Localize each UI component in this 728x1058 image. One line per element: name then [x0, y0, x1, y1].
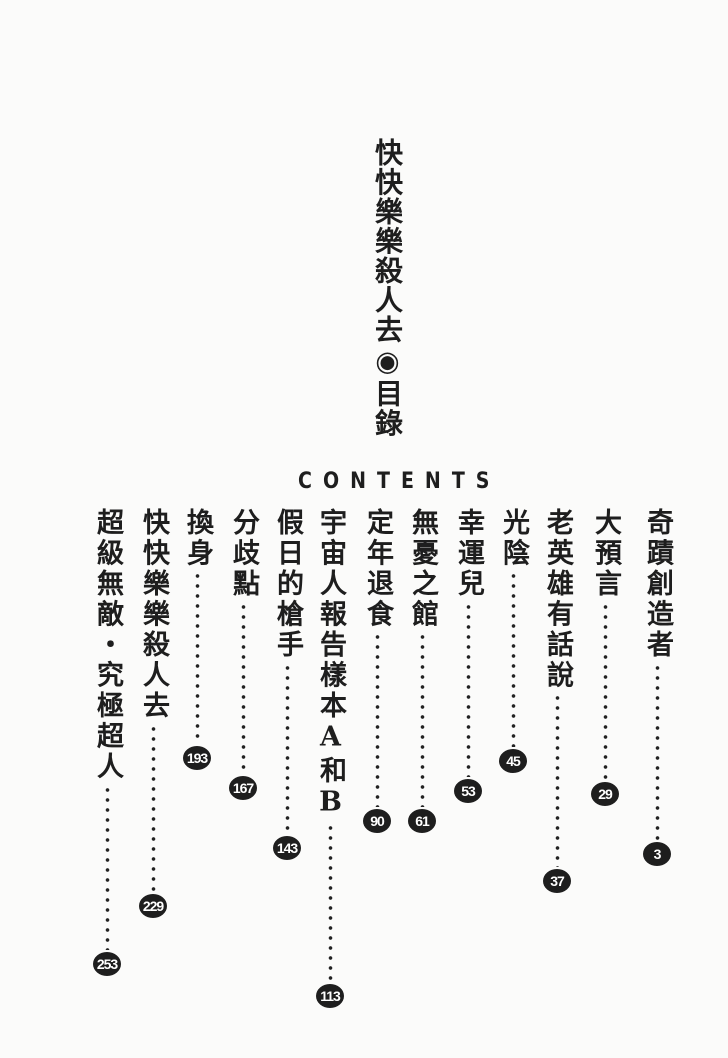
- dot-leader: [420, 632, 425, 807]
- page-number-badge: 229: [139, 894, 167, 918]
- dot-leader: [655, 663, 660, 840]
- page-number-badge: 45: [499, 749, 527, 773]
- dot-leader: [328, 823, 333, 982]
- toc-entry[interactable]: 超級無敵・究極超人 253: [90, 508, 124, 976]
- dot-leader: [105, 785, 110, 950]
- page-number-badge: 143: [273, 836, 301, 860]
- page-number-badge: 90: [363, 809, 391, 833]
- dot-leader: [151, 724, 156, 892]
- toc-entry[interactable]: 幸運兒 53: [451, 508, 485, 803]
- toc-entry[interactable]: 假日的槍手 143: [270, 508, 304, 860]
- dot-leader: [241, 602, 246, 774]
- dot-leader: [555, 693, 560, 867]
- toc-entry[interactable]: 奇蹟創造者 3: [640, 508, 674, 866]
- contents-heading: CONTENTS: [298, 468, 501, 494]
- page-number-badge: 29: [591, 782, 619, 806]
- dot-leader: [195, 571, 200, 744]
- page-number-badge: 37: [543, 869, 571, 893]
- toc-entry[interactable]: 宇宙人報告樣本A和B 113: [313, 508, 347, 1008]
- entry-title: 光陰: [498, 508, 529, 569]
- entry-title: 假日的槍手: [272, 508, 303, 661]
- entry-title: 無憂之館: [407, 508, 438, 630]
- entry-title: 快快樂樂殺人去: [138, 508, 169, 722]
- toc-entry[interactable]: 分歧點 167: [226, 508, 260, 800]
- dot-leader: [466, 602, 471, 777]
- toc-entry[interactable]: 快快樂樂殺人去 229: [136, 508, 170, 918]
- book-title: 快快樂樂殺人去◉目錄: [371, 138, 404, 438]
- dot-leader: [375, 632, 380, 807]
- entry-title: 大預言: [590, 508, 621, 600]
- toc-entry[interactable]: 無憂之館 61: [405, 508, 439, 833]
- page-number-badge: 53: [454, 779, 482, 803]
- dot-leader: [603, 602, 608, 780]
- page-number-badge: 113: [316, 984, 344, 1008]
- toc-entry[interactable]: 老英雄有話說 37: [540, 508, 574, 893]
- toc-entry[interactable]: 定年退食 90: [360, 508, 394, 833]
- entry-title: 宇宙人報告樣本A和B: [315, 508, 346, 821]
- page-number-badge: 253: [93, 952, 121, 976]
- toc-entry[interactable]: 大預言 29: [588, 508, 622, 806]
- toc-entry[interactable]: 換身 193: [180, 508, 214, 770]
- page-number-badge: 61: [408, 809, 436, 833]
- dot-leader: [285, 663, 290, 834]
- page-number-badge: 3: [643, 842, 671, 866]
- entry-title: 奇蹟創造者: [642, 508, 673, 661]
- entry-title: 超級無敵・究極超人: [92, 508, 123, 783]
- page-number-badge: 167: [229, 776, 257, 800]
- entry-title: 換身: [182, 508, 213, 569]
- toc-entry[interactable]: 光陰 45: [496, 508, 530, 773]
- entry-title: 分歧點: [228, 508, 259, 600]
- entry-title: 老英雄有話說: [542, 508, 573, 691]
- entry-title: 幸運兒: [453, 508, 484, 600]
- entry-title: 定年退食: [362, 508, 393, 630]
- dot-leader: [511, 571, 516, 747]
- page-number-badge: 193: [183, 746, 211, 770]
